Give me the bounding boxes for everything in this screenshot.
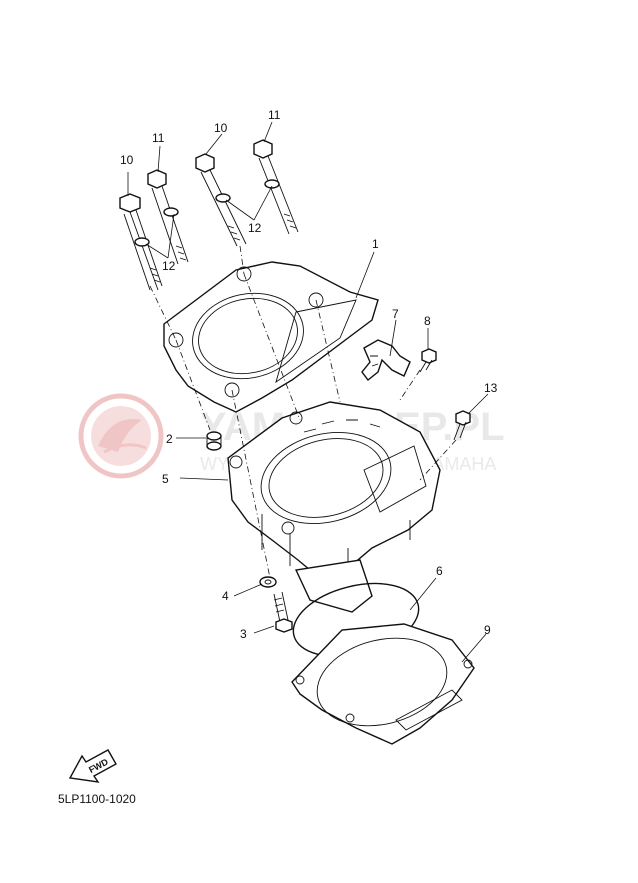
callout-12-left: 12 [162, 259, 176, 273]
callout-6: 6 [436, 564, 443, 578]
callout-13: 13 [484, 381, 498, 395]
leader-lines [127, 121, 489, 663]
callout-4: 4 [222, 589, 229, 603]
bolt-10-right [195, 153, 247, 247]
callout-12-right: 12 [248, 221, 262, 235]
callout-9: 9 [484, 623, 491, 637]
callout-3: 3 [240, 627, 247, 641]
callout-7: 7 [392, 307, 399, 321]
washer [259, 576, 277, 588]
callout-10-left: 10 [120, 153, 134, 167]
alignment-lines [149, 245, 457, 579]
diagram-code: 5LP1100-1020 [58, 792, 136, 806]
bolt-10-left [119, 193, 163, 291]
callout-1: 1 [372, 237, 379, 251]
callout-2: 2 [166, 432, 173, 446]
callout-8: 8 [424, 314, 431, 328]
dowel-pin [206, 431, 222, 451]
callouts: 1 2 3 4 5 6 7 8 9 10 10 11 11 12 12 13 [120, 108, 498, 641]
bolt-11-right [253, 139, 299, 235]
cylinder-head-gasket [163, 261, 379, 413]
cylinder-block [227, 401, 441, 613]
callout-10-right: 10 [214, 121, 228, 135]
cylinder-bolt [273, 591, 293, 633]
chain-guide-plate [361, 339, 411, 381]
fwd-arrow-icon: FWD [68, 749, 117, 783]
callout-11-right: 11 [268, 108, 281, 122]
callout-11-left: 11 [152, 131, 165, 145]
bolt-13 [453, 410, 471, 441]
cylinder-base-gasket [291, 623, 475, 745]
yamaha-logo-watermark [78, 393, 164, 479]
plate-bolt [419, 348, 437, 373]
callout-5: 5 [162, 472, 169, 486]
bolt-11-left [147, 169, 189, 265]
